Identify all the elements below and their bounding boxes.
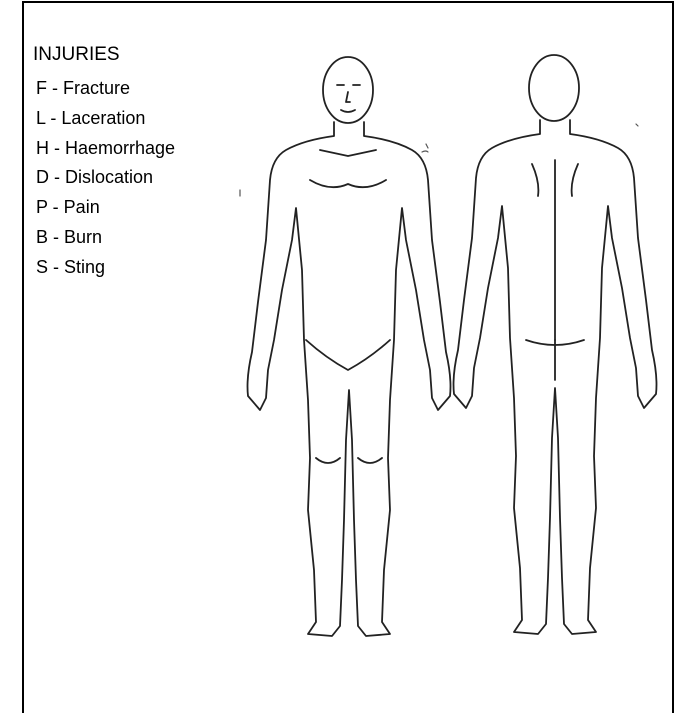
legend-title: INJURIES xyxy=(33,44,175,66)
legend-item-laceration: L - Laceration xyxy=(36,104,175,134)
front-knees xyxy=(316,458,382,463)
injury-legend: INJURIES F - Fracture L - Laceration H -… xyxy=(33,44,175,283)
front-torso-outline xyxy=(248,122,451,636)
body-front-figure[interactable] xyxy=(248,57,451,636)
back-spine xyxy=(532,160,578,340)
front-head xyxy=(323,57,373,123)
legend-list: F - Fracture L - Laceration H - Haemorrh… xyxy=(33,74,175,283)
front-face xyxy=(337,85,360,112)
legend-item-pain: P - Pain xyxy=(36,193,175,223)
back-buttocks xyxy=(526,340,584,380)
legend-item-burn: B - Burn xyxy=(36,223,175,253)
body-diagram[interactable] xyxy=(236,40,666,652)
legend-item-sting: S - Sting xyxy=(36,253,175,283)
front-waist xyxy=(306,340,390,370)
legend-item-fracture: F - Fracture xyxy=(36,74,175,104)
body-back-figure[interactable] xyxy=(454,55,657,634)
legend-item-dislocation: D - Dislocation xyxy=(36,163,175,193)
legend-item-haemorrhage: H - Haemorrhage xyxy=(36,134,175,164)
front-chest xyxy=(310,150,386,187)
back-head xyxy=(529,55,579,121)
